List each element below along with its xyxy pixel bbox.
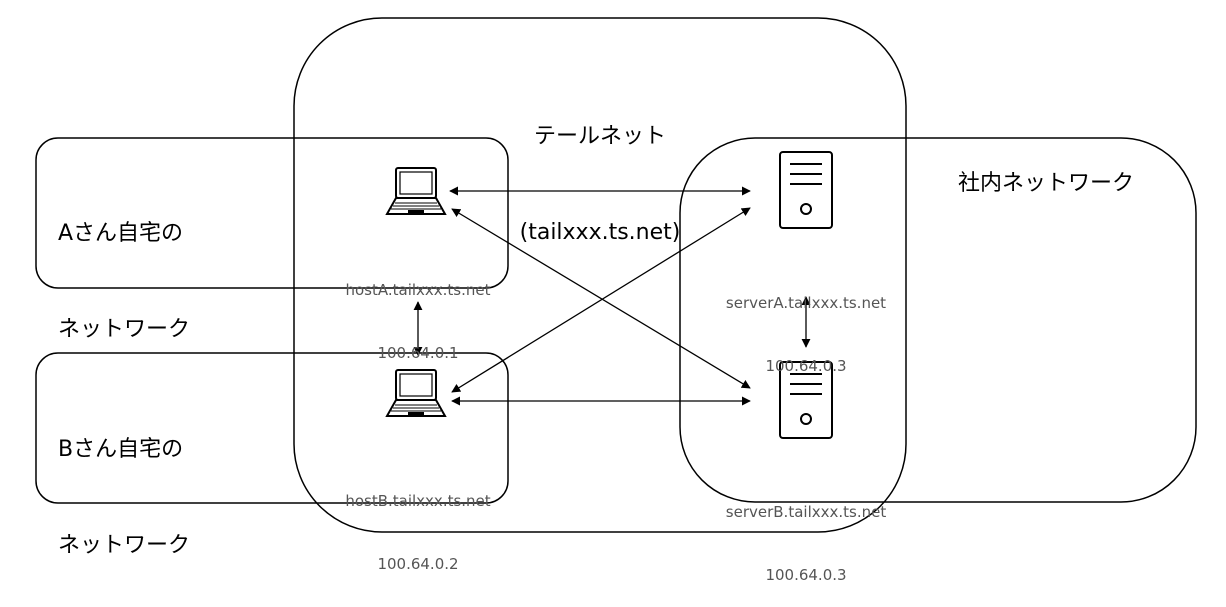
server-icon [779, 151, 833, 229]
home-b-network-label: Bさん自宅の ネットワーク [58, 370, 190, 594]
home-b-label-line2: ネットワーク [58, 533, 191, 558]
serverA-label: serverA.tailxxx.ts.net 100.64.0.3 [726, 251, 886, 398]
serverB-hostname: serverB.tailxxx.ts.net [725, 503, 887, 521]
hostA-hostname: hostA.tailxxx.ts.net [345, 281, 491, 299]
tailnet-domain: (tailxxx.ts.net) [519, 220, 681, 245]
serverB-label: serverB.tailxxx.ts.net 100.64.0.3 [726, 460, 886, 607]
tailnet-box [293, 17, 907, 533]
serverA-ip: 100.64.0.3 [765, 357, 847, 375]
home-b-network-box [35, 352, 509, 504]
connections [413, 186, 811, 406]
connection-hostB-serverA [451, 207, 751, 393]
serverB-ip: 100.64.0.3 [765, 566, 847, 584]
home-a-network-label: Aさん自宅の ネットワーク [58, 154, 190, 378]
hostB-label: hostB.tailxxx.ts.net 100.64.0.2 [345, 449, 490, 596]
laptop-icon [385, 369, 447, 417]
office-network-label: 社内ネットワーク [958, 171, 1135, 196]
tailnet-title: テールネット (tailxxx.ts.net) [520, 57, 681, 281]
laptop-icon [385, 167, 447, 215]
home-a-label-line1: Aさん自宅の [58, 221, 184, 246]
tailnet-name: テールネット [533, 124, 666, 149]
home-b-label-line1: Bさん自宅の [58, 437, 184, 462]
network-diagram [35, 17, 1197, 533]
hostB-hostname: hostB.tailxxx.ts.net [345, 492, 491, 510]
hostB-ip: 100.64.0.2 [377, 555, 459, 573]
server-icon [779, 361, 833, 439]
home-a-label-line2: ネットワーク [58, 317, 191, 342]
hostA-label: hostA.tailxxx.ts.net 100.64.0.1 [345, 238, 490, 385]
serverA-hostname: serverA.tailxxx.ts.net [725, 294, 887, 312]
hostA-ip: 100.64.0.1 [377, 344, 459, 362]
